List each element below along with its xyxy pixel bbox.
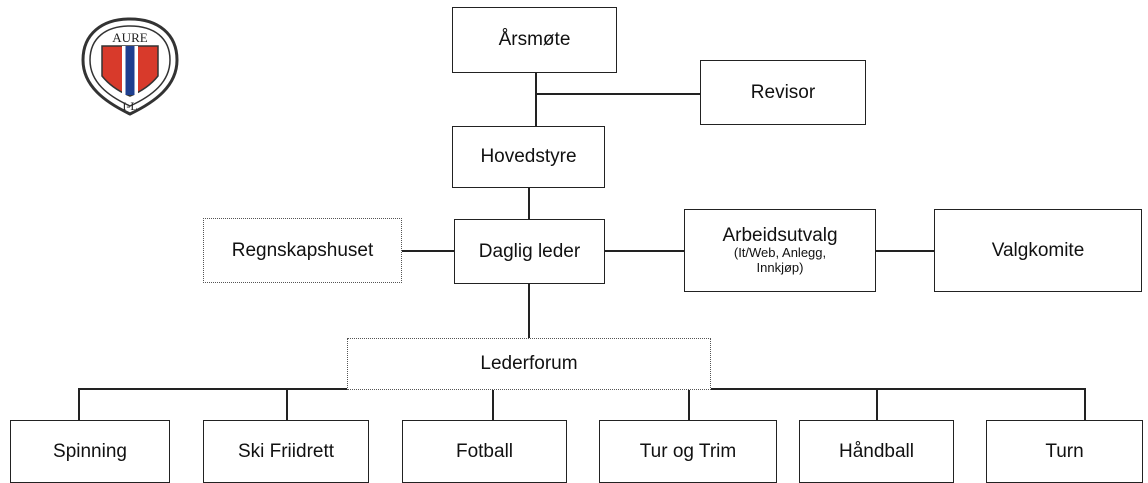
node-arsmote: Årsmøte bbox=[452, 7, 617, 73]
connector-daglig-arbeidsutvalg bbox=[605, 250, 684, 252]
connector-revisor bbox=[535, 93, 700, 95]
connector-hovedstyre-daglig bbox=[528, 188, 530, 219]
node-group-label: Spinning bbox=[53, 440, 127, 462]
node-lederforum: Lederforum bbox=[347, 338, 711, 390]
node-group: Turn bbox=[986, 420, 1143, 483]
connector-group-1 bbox=[78, 388, 80, 420]
node-group: Håndball bbox=[799, 420, 954, 483]
connector-arsmote-hovedstyre bbox=[535, 73, 537, 126]
node-revisor: Revisor bbox=[700, 60, 866, 125]
node-arbeidsutvalg-subtitle-1: (It/Web, Anlegg, bbox=[733, 245, 827, 261]
node-daglig-leder: Daglig leder bbox=[454, 219, 605, 284]
aure-il-logo: AURE I-L bbox=[81, 17, 179, 116]
connector-group-4 bbox=[688, 388, 690, 420]
node-regnskapshuset: Regnskapshuset bbox=[203, 218, 402, 283]
node-group-label: Tur og Trim bbox=[639, 440, 737, 462]
connector-group-2 bbox=[286, 388, 288, 420]
node-group: Ski Friidrett bbox=[203, 420, 369, 483]
node-hovedstyre: Hovedstyre bbox=[452, 126, 605, 188]
node-group-label: Håndball bbox=[839, 440, 914, 462]
node-lederforum-label: Lederforum bbox=[480, 353, 578, 374]
logo-top-text: AURE bbox=[112, 30, 147, 45]
connector-arbeidsutvalg-valgkomite bbox=[876, 250, 934, 252]
connector-group-5 bbox=[876, 388, 878, 420]
connector-daglig-lederforum bbox=[528, 284, 530, 338]
node-group: Tur og Trim bbox=[599, 420, 777, 483]
node-arbeidsutvalg-title: Arbeidsutvalg bbox=[722, 224, 838, 246]
node-group: Spinning bbox=[10, 420, 170, 483]
node-revisor-label: Revisor bbox=[750, 81, 816, 103]
connector-group-6 bbox=[1084, 388, 1086, 420]
logo-bottom-text: I-L bbox=[122, 99, 137, 113]
node-group-label: Ski Friidrett bbox=[237, 440, 335, 462]
node-arsmote-label: Årsmøte bbox=[498, 29, 571, 50]
node-daglig-leder-label: Daglig leder bbox=[478, 240, 581, 262]
node-regnskapshuset-label: Regnskapshuset bbox=[231, 239, 374, 261]
connector-group-3 bbox=[492, 388, 494, 420]
node-valgkomite: Valgkomite bbox=[934, 209, 1142, 292]
node-group-label: Turn bbox=[1045, 440, 1084, 462]
node-arbeidsutvalg-subtitle-2: Innkjøp) bbox=[756, 260, 804, 276]
node-arbeidsutvalg: Arbeidsutvalg (It/Web, Anlegg, Innkjøp) bbox=[684, 209, 876, 292]
node-group: Fotball bbox=[402, 420, 567, 483]
node-group-label: Fotball bbox=[455, 440, 514, 462]
node-valgkomite-label: Valgkomite bbox=[991, 239, 1085, 261]
node-hovedstyre-label: Hovedstyre bbox=[480, 146, 577, 167]
connector-regnskap-daglig bbox=[402, 250, 454, 252]
